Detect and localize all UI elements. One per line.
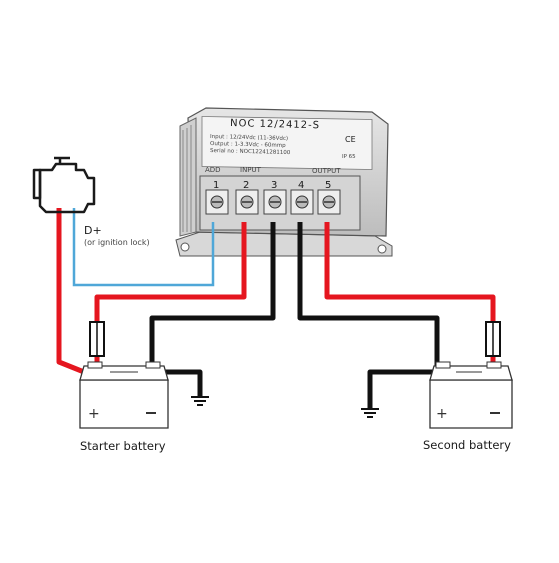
input-ground-wire — [149, 222, 276, 375]
svg-text:+: + — [88, 406, 100, 422]
terminal-5-number: 5 — [325, 180, 331, 191]
terminal-4-number: 4 — [298, 180, 304, 191]
fuse-icon — [485, 321, 501, 357]
ip-rating: IP 65 — [342, 154, 356, 160]
terminal-4: 4 — [290, 180, 314, 215]
second-battery: + Second battery — [423, 361, 513, 452]
terminal-1-number: 1 — [213, 180, 219, 191]
second-ground-wire — [367, 369, 437, 408]
ce-mark: CE — [345, 135, 356, 144]
device-spec-output: Output : 1-3.3Vdc - 60mmp — [210, 141, 286, 149]
d-plus-label: D+ — [84, 224, 102, 237]
svg-text:+: + — [436, 406, 448, 422]
terminal-2: 2 — [235, 180, 259, 215]
fuse-icon — [89, 321, 105, 357]
terminal-1: 1 — [205, 180, 229, 215]
battery-icon: + — [429, 361, 513, 429]
ignition-lock-label: (or ignition lock) — [84, 238, 150, 247]
ground-icon — [191, 396, 209, 406]
starter-battery: + Starter battery — [79, 361, 169, 453]
output-label: OUTPUT — [312, 167, 341, 175]
device-model: NOC 12/2412-S — [230, 118, 320, 131]
add-label: ADD — [205, 166, 221, 174]
terminal-3: 3 — [263, 180, 287, 215]
starter-ground-wire — [152, 369, 203, 396]
second-battery-label: Second battery — [423, 438, 511, 452]
engine-icon — [32, 156, 96, 214]
ground-icon — [361, 408, 379, 418]
ignition-signal-wire — [72, 208, 215, 287]
device-spec-serial: Serial no : NOC12241281100 — [210, 148, 291, 156]
terminal-5: 5 — [317, 180, 341, 215]
terminal-2-number: 2 — [243, 180, 249, 191]
battery-icon: + — [79, 361, 169, 429]
device-spec-input: Input : 12/24Vdc (11-36Vdc) — [210, 134, 288, 142]
output-ground-wire — [297, 222, 440, 375]
terminal-3-number: 3 — [271, 180, 277, 191]
starter-battery-label: Starter battery — [80, 439, 166, 453]
converter-device: NOC 12/2412-S Input : 12/24Vdc (11-36Vdc… — [175, 107, 393, 257]
input-label: INPUT — [240, 166, 262, 174]
